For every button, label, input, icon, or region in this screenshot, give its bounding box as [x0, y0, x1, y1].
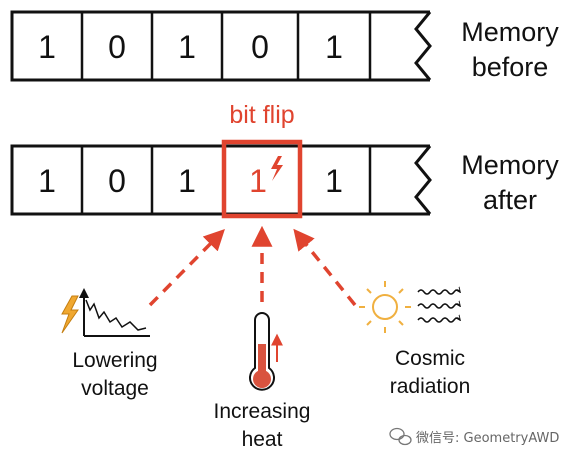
voltage-label-line2: voltage [81, 377, 149, 400]
after-bit-1: 0 [108, 163, 126, 199]
memory-before-label-line2: before [472, 52, 549, 82]
radiation-waves [417, 290, 460, 323]
heat-label-line1: Increasing [214, 400, 311, 423]
before-bit-1: 0 [108, 29, 126, 65]
radiation-label-line1: Cosmic [395, 347, 465, 370]
heat-label-line2: heat [242, 428, 283, 451]
memory-before-zigzag-end [414, 11, 432, 81]
radiation-label-line2: radiation [390, 375, 471, 398]
before-bit-3: 0 [251, 29, 269, 65]
memory-after-zigzag-end [414, 145, 432, 215]
memory-after-label-line1: Memory [461, 150, 559, 180]
before-bit-0: 1 [38, 29, 56, 65]
memory-after-row: 1 0 1 1 1 Memory after [10, 139, 559, 219]
after-bit-0: 1 [38, 163, 56, 199]
wechat-icon [389, 427, 412, 446]
voltage-decay-line [85, 299, 147, 331]
memory-after-label-line2: after [483, 185, 537, 215]
bit-flip-label: bit flip [229, 101, 294, 129]
thermometer-icon [249, 312, 283, 391]
after-bit-4: 1 [325, 163, 343, 199]
before-bit-2: 1 [178, 29, 196, 65]
before-bit-4: 1 [325, 29, 343, 65]
arrow-voltage-to-bit [148, 229, 225, 307]
sun-rays [359, 281, 411, 333]
memory-after-strip [10, 144, 430, 216]
after-bit-2: 1 [178, 163, 196, 199]
sun-disc [372, 294, 398, 320]
thermometer-bulb [253, 370, 271, 388]
lightning-voltage-graph-icon [61, 288, 150, 337]
voltage-lightning-bolt [61, 295, 79, 334]
after-bit-3-flipped: 1 [249, 163, 267, 199]
sun-radiation-icon [359, 281, 460, 333]
arrow-radiation-to-bit [293, 228, 357, 307]
flipped-bit-highlight [221, 139, 303, 219]
flip-lightning-icon [271, 156, 283, 181]
memory-before-row: 1 0 1 0 1 Memory before [10, 10, 559, 82]
watermark-text: 微信号: GeometryAWD [416, 431, 559, 446]
memory-before-label-line1: Memory [461, 17, 559, 47]
cause-arrows [148, 225, 357, 307]
watermark: 微信号: GeometryAWD [389, 427, 559, 446]
voltage-label-line1: Lowering [72, 349, 157, 372]
